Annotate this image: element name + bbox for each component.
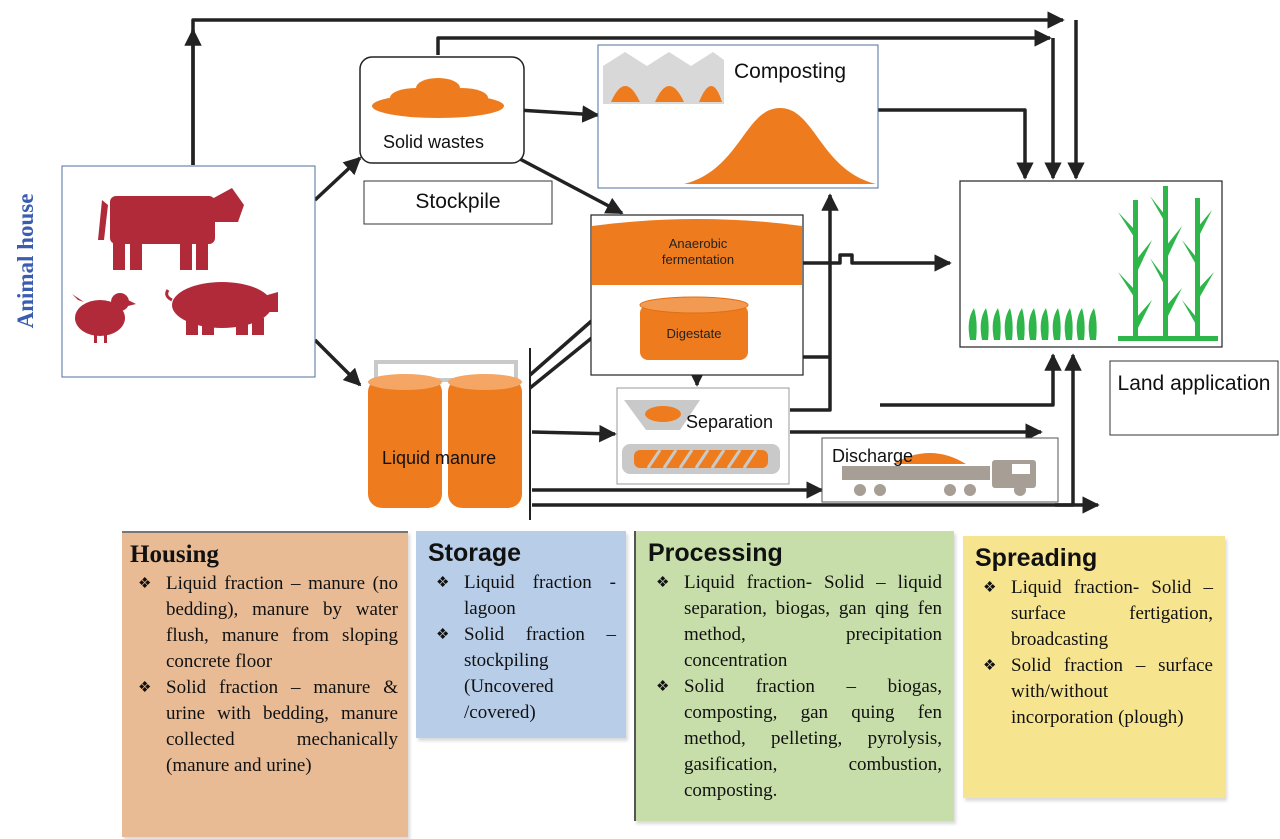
arrow-house-to-solid	[313, 156, 362, 202]
arrow-solid-to-compost	[517, 105, 600, 123]
solid-pile-icon	[372, 78, 504, 118]
arrow-liquid-to-separation	[531, 424, 617, 443]
spreading-panel: Spreading ❖Liquid fraction- Solid – surf…	[963, 536, 1225, 798]
liquid-manure-label: Liquid manure	[382, 448, 497, 468]
seedling-row-icon	[968, 308, 1097, 340]
storage-title: Storage	[428, 539, 522, 567]
solid-wastes-box	[359, 56, 525, 164]
cow-icon	[98, 188, 244, 270]
anaerobic-label: Anaerobic fermentation	[661, 236, 735, 267]
digestate-label: Digestate	[666, 326, 722, 341]
diamond-bullet-icon: ❖	[436, 627, 450, 643]
animal-house-title: Animal house	[13, 193, 38, 329]
spreading-title: Spreading	[975, 544, 1098, 572]
animal-house-box	[61, 165, 316, 378]
compost-pile-icon	[684, 108, 876, 184]
truck-icon	[842, 453, 1036, 496]
diamond-bullet-icon: ❖	[656, 679, 670, 695]
pig-icon	[165, 282, 278, 335]
separation-label: Separation	[686, 412, 774, 432]
arrow-solid-to-anaerobic	[517, 156, 624, 215]
spreading-item: ❖Solid fraction – surface with/without i…	[983, 655, 1213, 728]
processing-panel: Processing ❖Liquid fraction- Solid – liq…	[634, 531, 954, 821]
stockpile-label: Stockpile	[415, 190, 501, 213]
diamond-bullet-icon: ❖	[983, 580, 997, 596]
compost-shed-icons	[603, 52, 724, 104]
arrow-house-to-liquid	[313, 338, 362, 387]
processing-title: Processing	[648, 539, 783, 567]
discharge-box	[821, 437, 1059, 503]
discharge-label: Discharge	[832, 446, 914, 466]
arrow-anaerobic-to-land	[803, 253, 952, 272]
processing-item: ❖Liquid fraction- Solid – liquid separat…	[656, 572, 942, 671]
anaerobic-dome	[592, 219, 802, 285]
composting-box	[597, 44, 879, 189]
arrow-separation-up-land	[880, 353, 1062, 407]
diamond-bullet-icon: ❖	[656, 575, 670, 591]
solid-wastes-label: Solid wastes	[383, 132, 485, 152]
storage-panel: Storage ❖Liquid fraction - lagoon ❖Solid…	[416, 531, 626, 738]
stockpile-box	[363, 180, 553, 225]
anaerobic-box	[590, 214, 804, 376]
diamond-bullet-icon: ❖	[436, 575, 450, 591]
diamond-bullet-icon: ❖	[983, 658, 997, 674]
housing-item: ❖Liquid fraction – manure (no bedding), …	[138, 573, 398, 672]
digestate-tank	[639, 296, 749, 360]
arrow-solid-to-land-top	[436, 29, 1052, 55]
spreading-item: ❖Liquid fraction- Solid – surface fertig…	[983, 577, 1213, 650]
land-application-label-box	[1109, 360, 1279, 436]
land-application-label: Land application	[1117, 372, 1271, 395]
storage-item: ❖Solid fraction – stockpiling (Uncovered…	[436, 624, 616, 723]
diamond-bullet-icon: ❖	[138, 680, 152, 696]
composting-label: Composting	[734, 60, 847, 83]
processing-item: ❖Solid fraction – biogas, composting, ga…	[656, 676, 942, 801]
housing-panel: Housing ❖Liquid fraction – manure (no be…	[122, 531, 408, 837]
storage-item: ❖Liquid fraction - lagoon	[436, 572, 616, 619]
arrow-up-to-compost	[790, 193, 839, 412]
arrow-compost-to-land	[878, 108, 1034, 180]
housing-title: Housing	[130, 541, 219, 568]
housing-item: ❖Solid fraction – manure & urine with be…	[138, 677, 398, 776]
separation-box	[616, 387, 790, 485]
diamond-bullet-icon: ❖	[138, 576, 152, 592]
liquid-manure-tanks	[368, 360, 522, 508]
corn-plant-icon	[1118, 186, 1218, 341]
chicken-icon	[72, 293, 136, 343]
land-application-box	[959, 180, 1223, 348]
